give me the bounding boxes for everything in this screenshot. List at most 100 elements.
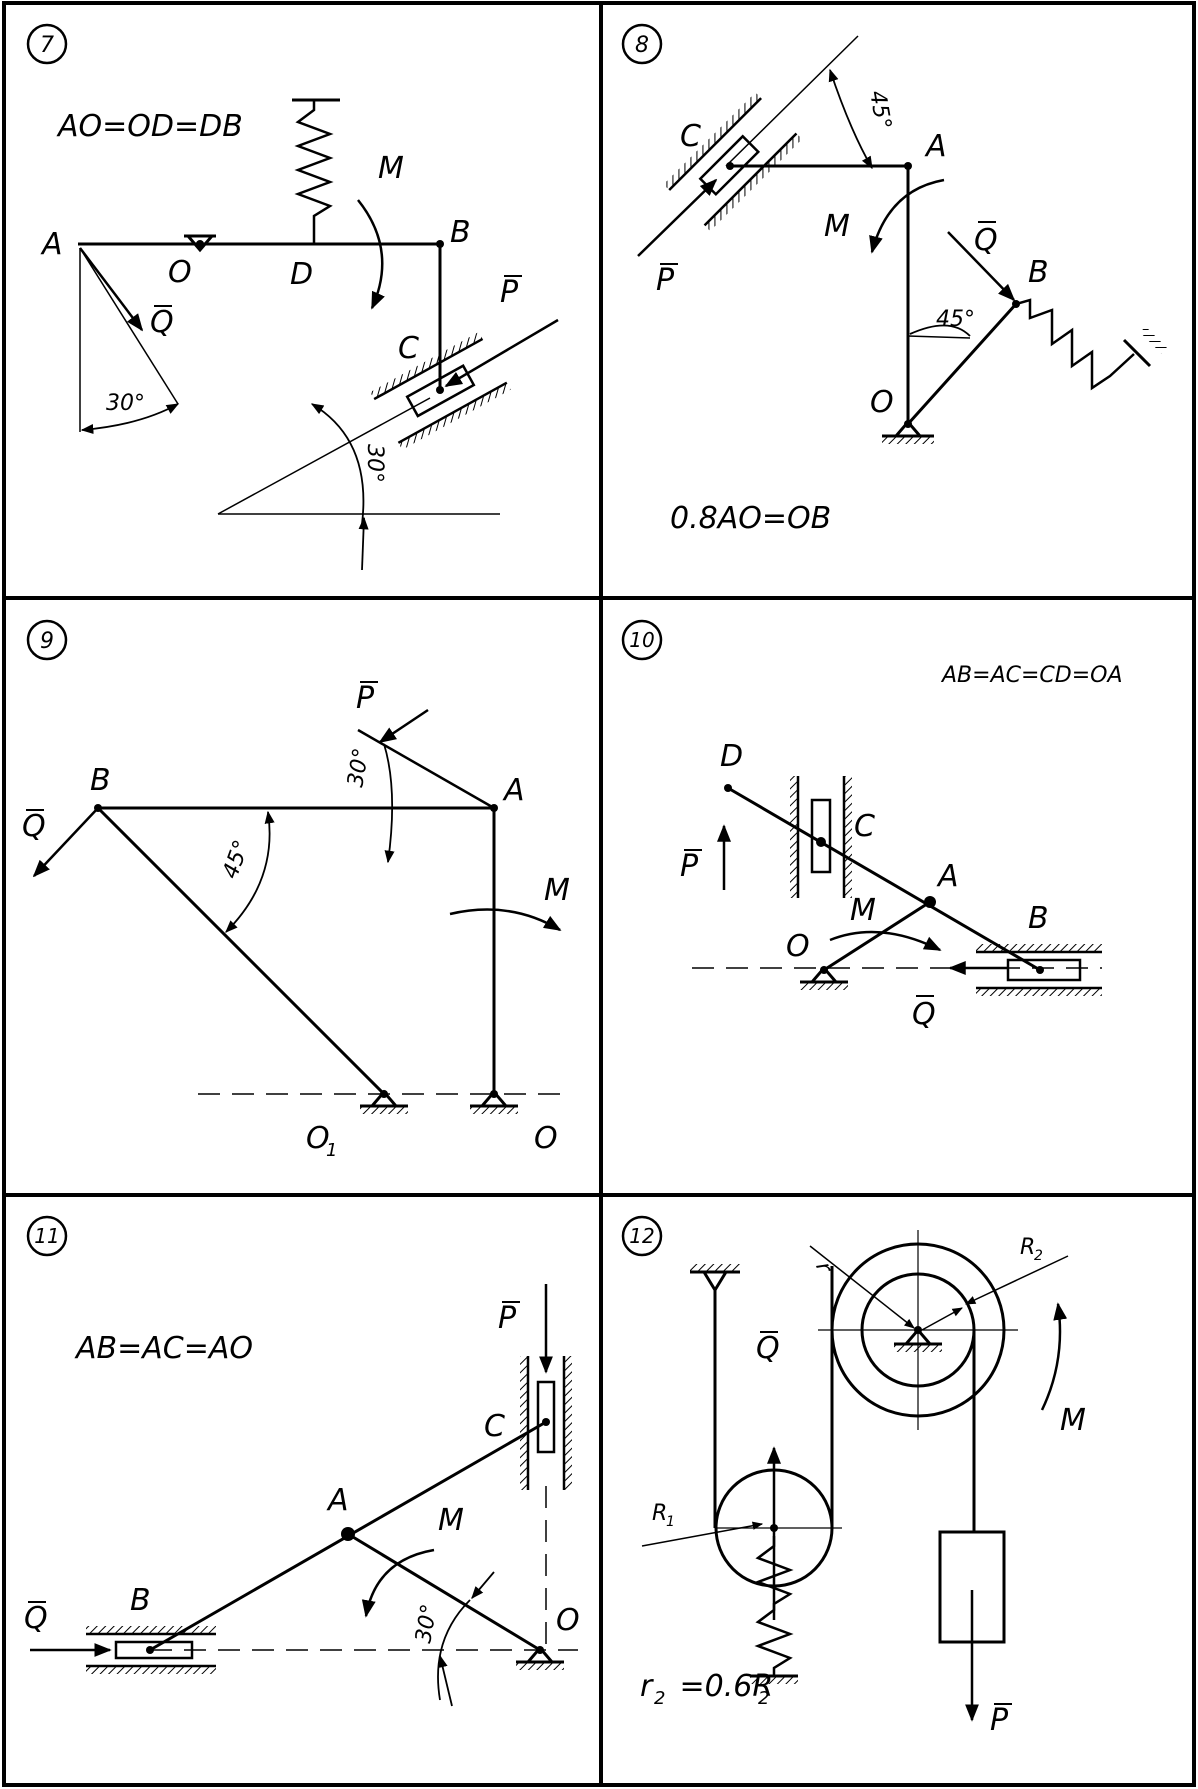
- label-C: C: [398, 331, 419, 366]
- label-B: B: [1028, 255, 1049, 290]
- label-P: P: [990, 1703, 1009, 1738]
- force-P-arrow: [637, 178, 718, 257]
- svg-text:7: 7: [40, 33, 54, 58]
- angle-arc-45: [828, 68, 873, 170]
- length-relation: AB=AC=CD=OA: [940, 663, 1123, 688]
- angle-arc-45b: [909, 324, 971, 337]
- force-Q-arrow: [947, 231, 1016, 302]
- svg-text:9: 9: [40, 629, 54, 654]
- label-M: M: [438, 1503, 464, 1538]
- label-angle-30: 30°: [343, 746, 374, 789]
- force-Q-arrow: [32, 807, 99, 878]
- rod-BO1: [96, 806, 386, 1096]
- svg-text:12: 12: [629, 1224, 654, 1248]
- moment-M-arrow: [357, 199, 385, 310]
- angle-arc-45: [225, 810, 275, 933]
- svg-text:=0.6R: =0.6R: [670, 1669, 773, 1704]
- leader-R2: [965, 1255, 1069, 1305]
- rod-OB: [906, 302, 1018, 426]
- label-B: B: [450, 215, 471, 250]
- leader-R1: [641, 1521, 764, 1547]
- label-angle-45: 45°: [864, 89, 895, 132]
- slider-C: [536, 1380, 556, 1454]
- svg-text:r: r: [640, 1669, 654, 1704]
- angle-arc-30: [383, 743, 395, 864]
- label-P: P: [680, 849, 699, 884]
- force-P-arrow: [378, 708, 429, 744]
- moment-M-arrow: [829, 930, 942, 952]
- angle-arc-30: [80, 403, 180, 435]
- label-P: P: [656, 263, 675, 298]
- svg-text:2: 2: [654, 1688, 665, 1709]
- label-D: D: [720, 739, 743, 774]
- svg-text:8: 8: [635, 33, 649, 58]
- panel-number-badge: 10: [621, 619, 663, 661]
- label-R2: R: [1020, 1235, 1035, 1260]
- label-angle-30: 30°: [411, 1602, 442, 1645]
- panel-10: 10 AB=AC=CD=OA: [621, 619, 1123, 1032]
- panel-number-badge: 7: [26, 23, 68, 65]
- label-B: B: [1028, 901, 1049, 936]
- panel-number-badge: 9: [26, 619, 68, 661]
- leader-r2: [809, 1245, 915, 1329]
- label-O1-subscript: 1: [326, 1140, 337, 1161]
- panel-number-badge: 12: [621, 1215, 663, 1257]
- label-C: C: [680, 119, 701, 154]
- rod-DB: [727, 786, 1041, 972]
- angle-arc-30: [437, 1599, 471, 1701]
- label-C: C: [854, 809, 875, 844]
- label-O: O: [534, 1121, 558, 1156]
- joint-C: [436, 386, 444, 394]
- label-angle-45: 45°: [218, 837, 255, 882]
- slider-C: [405, 364, 476, 418]
- label-A: A: [936, 859, 959, 894]
- label-Q: Q: [912, 997, 936, 1032]
- slider-B: [1006, 958, 1082, 982]
- joint-B: [436, 240, 444, 248]
- length-relation: AO=OD=DB: [56, 109, 243, 144]
- label-angle-30: 30°: [106, 391, 145, 416]
- moment-M-arrow: [869, 178, 945, 254]
- label-B: B: [90, 763, 111, 798]
- label-O: O: [870, 385, 894, 420]
- label-D: D: [290, 257, 313, 292]
- label-P: P: [356, 681, 375, 716]
- svg-text:10: 10: [629, 628, 654, 652]
- rod-AO: [347, 1532, 541, 1652]
- force-Q-arrow: [79, 247, 144, 332]
- label-A: A: [502, 773, 525, 808]
- label-M: M: [850, 893, 876, 928]
- label-O: O: [168, 255, 192, 290]
- moment-M-arrow: [449, 908, 562, 932]
- slider-C: [810, 798, 832, 874]
- label-angle-45b: 45°: [936, 307, 975, 332]
- label-P: P: [498, 1301, 517, 1336]
- label-A: A: [924, 129, 947, 164]
- svg-text:11: 11: [34, 1224, 59, 1248]
- spring-B: [1015, 298, 1135, 391]
- panel-8: 8: [621, 23, 1167, 536]
- label-Q: Q: [756, 1331, 780, 1366]
- label-Q: Q: [974, 223, 998, 258]
- joint-O: [196, 240, 204, 248]
- label-C: C: [484, 1409, 505, 1444]
- panel-11: 11 AB=AC=AO: [24, 1215, 580, 1707]
- label-Q: Q: [150, 305, 174, 340]
- moment-M-arrow: [361, 1548, 435, 1618]
- label-M: M: [824, 209, 850, 244]
- label-angle-30-lower: 30°: [362, 444, 387, 483]
- label-O: O: [556, 1603, 580, 1638]
- force-P-arrow: [444, 318, 559, 388]
- panel-7: 7 AO=OD=DB: [26, 23, 559, 571]
- label-Q: Q: [22, 809, 46, 844]
- rod-OA: [823, 900, 931, 972]
- slider-B: [114, 1640, 194, 1660]
- radius-relation: r 2 =0.6R 2: [640, 1669, 773, 1709]
- panel-number-badge: 8: [621, 23, 663, 65]
- ceiling-anchor: [701, 1270, 729, 1293]
- label-R1: R: [652, 1501, 667, 1526]
- panel-9: 9 B A: [22, 619, 570, 1161]
- length-relation: AB=AC=AO: [74, 1331, 253, 1366]
